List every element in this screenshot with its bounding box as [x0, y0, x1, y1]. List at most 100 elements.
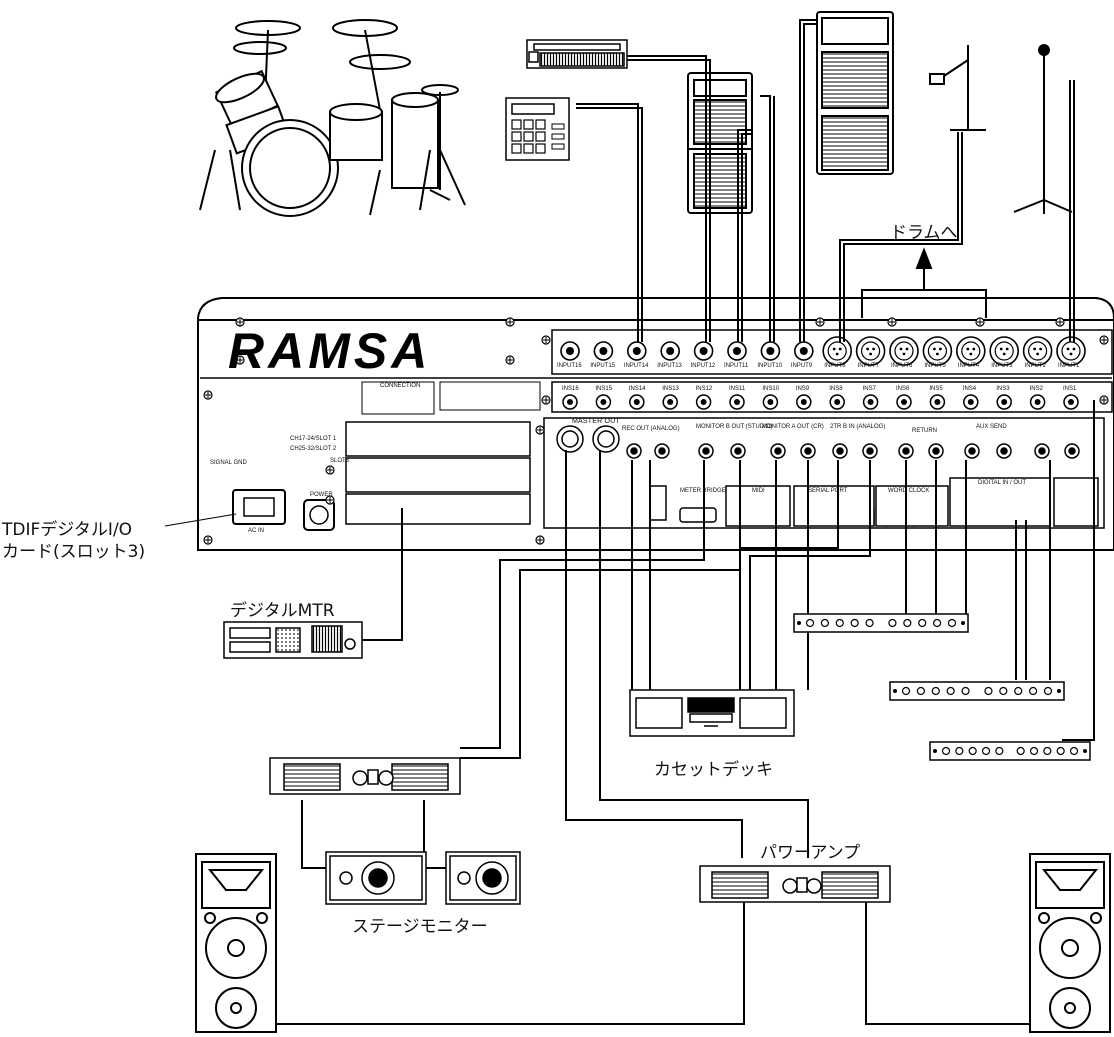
monitor-b-label: MONITOR B OUT (STUDIO): [696, 424, 772, 430]
screw: [1100, 336, 1108, 344]
input-label: INPUT2: [1025, 363, 1046, 369]
bass-amp-stack-icon: [817, 12, 893, 174]
screw: [536, 426, 544, 434]
screw: [542, 336, 550, 344]
screw: [976, 318, 984, 326]
screw: [1056, 318, 1064, 326]
rhythm-machine-icon: [506, 98, 569, 160]
screw: [542, 396, 550, 404]
screw: [536, 536, 544, 544]
ac-in-label: AC IN: [248, 528, 264, 534]
input-label: INPUT8: [824, 363, 845, 369]
screw: [204, 391, 212, 399]
insert-jack-14: [630, 395, 644, 409]
input-label: INPUT7: [858, 363, 879, 369]
power-label: POWER: [310, 492, 333, 498]
digital-io-label: DIGITAL IN / OUT: [978, 480, 1026, 486]
master-out-label: MASTER OUT: [572, 418, 620, 425]
input-label: INPUT3: [991, 363, 1012, 369]
insert-label: INS14: [629, 386, 646, 392]
stage-monitor-right-icon: [446, 852, 520, 904]
ch25-32-label: CH25-32/SLOT 2: [290, 446, 336, 452]
insert-jack-15: [596, 395, 610, 409]
stage-monitor-left-icon: [326, 852, 426, 904]
insert-jack-2: [1031, 395, 1045, 409]
input-jack-6: [890, 337, 918, 365]
input-jack-5: [923, 337, 951, 365]
input-label: INPUT12: [691, 363, 716, 369]
insert-jack-4: [964, 395, 978, 409]
insert-label: INS2: [1030, 386, 1043, 392]
meter-bridge-label: METER BRIDGE: [680, 488, 726, 494]
screw: [506, 318, 514, 326]
insert-jack-9: [797, 395, 811, 409]
input-jack-2: [1024, 337, 1052, 365]
insert-jack-6: [897, 395, 911, 409]
input-label: INPUT4: [958, 363, 979, 369]
input-label: INPUT5: [924, 363, 945, 369]
to-drums-label: ドラムへ: [890, 218, 958, 243]
patch-bay-1: [794, 614, 968, 632]
input-jack-7: [857, 337, 885, 365]
screw: [888, 318, 896, 326]
input-jack-14: [628, 342, 646, 360]
input-jack-4: [957, 337, 985, 365]
monitor-a-label: MONITOR A OUT (CR): [762, 424, 824, 430]
rec-out-label: REC OUT (ANALOG): [622, 426, 680, 432]
insert-label: INS6: [896, 386, 909, 392]
ch17-24-label: CH17-24/SLOT 1: [290, 436, 336, 442]
input-label: INPUT10: [757, 363, 782, 369]
input-label: INPUT13: [657, 363, 682, 369]
insert-jack-3: [997, 395, 1011, 409]
insert-label: INS10: [762, 386, 779, 392]
insert-label: INS8: [829, 386, 842, 392]
screw: [816, 318, 824, 326]
insert-jack-1: [1064, 395, 1078, 409]
midi-label: MIDI: [752, 488, 765, 494]
input-label: INPUT15: [590, 363, 615, 369]
connection-label: CONNECTION: [380, 383, 420, 389]
insert-jack-11: [730, 395, 744, 409]
input-jack-3: [990, 337, 1018, 365]
insert-jack-8: [830, 395, 844, 409]
keyboard-icon: [527, 40, 627, 68]
input-jack-13: [661, 342, 679, 360]
cassette-deck-icon: [630, 690, 794, 736]
insert-jack-7: [864, 395, 878, 409]
insert-label: INS5: [929, 386, 942, 392]
insert-jack-10: [763, 395, 777, 409]
insert-jack-16: [563, 395, 577, 409]
input-label: INPUT9: [791, 363, 812, 369]
insert-label: INS3: [996, 386, 1009, 392]
input-jack-15: [594, 342, 612, 360]
digital-mtr-icon: [224, 622, 362, 658]
input-jack-16: [561, 342, 579, 360]
return-label: RETURN: [912, 428, 937, 434]
insert-label: INS1: [1063, 386, 1076, 392]
cassette-deck-label: カセットデッキ: [654, 755, 773, 780]
signal-gnd-label: SIGNAL GND: [210, 460, 247, 466]
patch-bay-3: [930, 742, 1090, 760]
insert-label: INS7: [863, 386, 876, 392]
main-speaker-left-icon: [196, 854, 276, 1032]
microphone-boom-icon: [930, 45, 986, 130]
input-label: INPUT1: [1058, 363, 1079, 369]
digital-mtr-label: デジタルMTR: [230, 596, 335, 621]
screw: [506, 356, 514, 364]
two-tr-b-label: 2TR B IN (ANALOG): [830, 424, 885, 430]
power-amp-label: パワーアンプ: [760, 838, 860, 863]
insert-label: INS15: [595, 386, 612, 392]
input-jack-11: [728, 342, 746, 360]
tdif-card-label-line2: カード(スロット3): [2, 537, 145, 562]
screw: [1100, 396, 1108, 404]
input-jack-12: [695, 342, 713, 360]
stage-monitor-label: ステージモニター: [352, 912, 488, 937]
input-label: INPUT11: [724, 363, 748, 369]
drum-kit-icon: [200, 20, 465, 216]
slot3-label: SLOT3: [330, 458, 349, 464]
screw: [326, 466, 334, 474]
patch-bay-2: [890, 682, 1064, 700]
mixer-brand-logo: RAMSA: [228, 322, 431, 380]
microphone-stand-icon: [1014, 45, 1072, 214]
